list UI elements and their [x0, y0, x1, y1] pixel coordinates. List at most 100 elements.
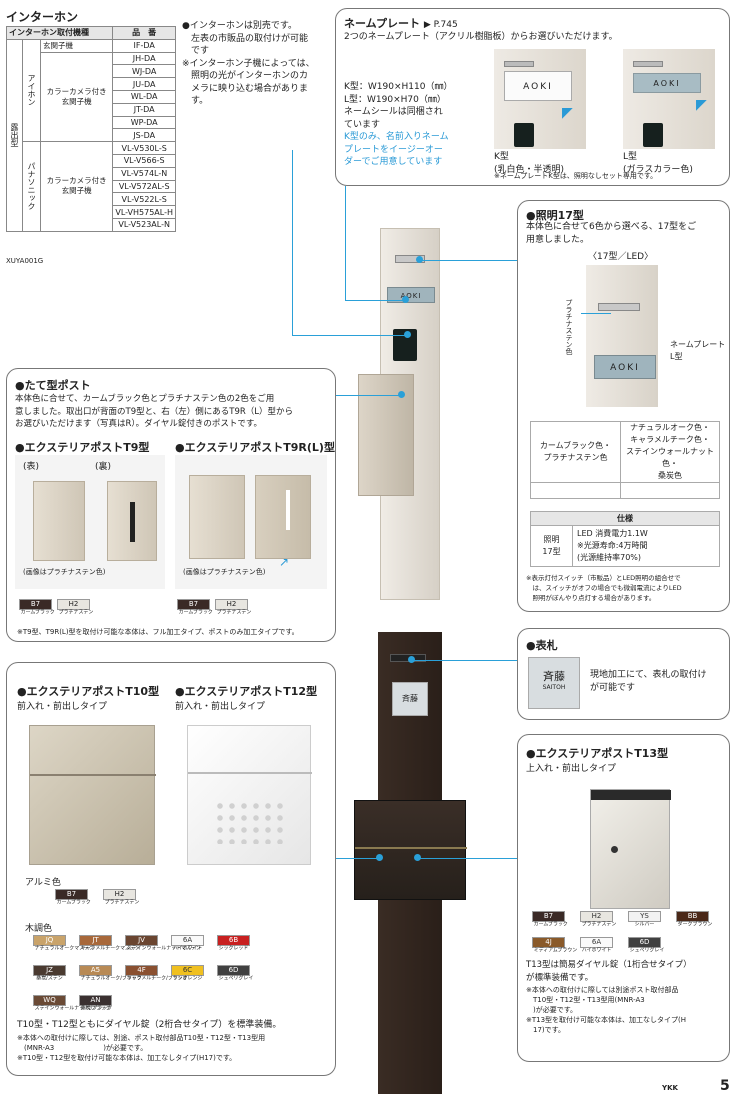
pillar-plate: AOKI	[387, 287, 435, 303]
swatch-code: YS	[628, 911, 661, 922]
nameplate-l-image: AOKI	[623, 49, 715, 149]
nameplate-page-ref[interactable]: ▶ P.745	[423, 20, 458, 30]
model-cell: JH-DA	[112, 51, 176, 66]
swatch-label: ステインウォールナット/ブラック	[34, 1006, 111, 1012]
model-cell: VL-V522L-S	[112, 192, 176, 207]
t9-title: ●エクステリアポストT9型	[15, 441, 150, 454]
swatch-label: 桑炭/ブラック	[80, 1006, 113, 1012]
post-desc: 本体色に合せて、カームブラック色とプラチナステン色の2色をご用	[15, 394, 275, 404]
swatch-label: サンオレンジ	[172, 976, 203, 982]
t10-note: ※T10型・T12型を取付け可能な本体は、加工なしタイプ(H17)です。	[17, 1054, 237, 1062]
swatch-label: プラチナステン	[581, 922, 617, 928]
t9r-title: ●エクステリアポストT9R(L)型	[175, 441, 335, 454]
swatch-code: 6A	[171, 935, 204, 946]
nameplate-box: ネームプレート ▶ P.745 2つのネームプレート（アクリル樹脂板）からお選び…	[335, 8, 730, 186]
t13-sub: 上入れ・前出しタイプ	[526, 764, 617, 774]
table-header-type: インターホン取付機種	[5, 26, 114, 40]
hyosatsu-roman: SAITOH	[542, 684, 566, 691]
blue-note: K型のみ、名前入りネーム	[344, 132, 449, 142]
nameplate-note: ※ネームプレートK型は、照明なしセット専用です。	[494, 172, 658, 180]
l-size: L型：W190×H70（㎜）	[344, 94, 446, 105]
back-label: (裏)	[95, 462, 112, 472]
spec-val: LED 消費電力1.1W	[577, 529, 648, 538]
t12-title: ●エクステリアポストT12型	[175, 685, 318, 698]
nameplate-desc: 2つのネームプレート（アクリル樹脂板）からお選びいただけます。	[344, 32, 618, 42]
t13-image	[590, 789, 671, 909]
seal-line: ネームシールは同梱され	[344, 107, 443, 117]
color-item: 桑炭色	[658, 471, 682, 480]
t9-image: (表) (裏) (画像はプラチナステン色)	[15, 455, 165, 589]
model-cell: WL-DA	[112, 89, 176, 104]
intercom-table: インターホン取付機種品 番 露出型 アイホン 玄関子機 IF-DA カラーカメラ…	[5, 26, 176, 232]
swatch-code: BB	[676, 911, 709, 922]
maker-panasonic: パナソニック	[22, 141, 41, 232]
light-title: ●照明17型	[526, 209, 584, 222]
arrow-icon: ◤	[696, 97, 707, 113]
t13-note: 17)です。	[526, 1026, 565, 1034]
swatch-code: 6C	[171, 965, 204, 976]
table-header-model: 品 番	[112, 26, 176, 40]
group-label: 露出型	[6, 38, 23, 232]
swatch-code: 6B	[217, 935, 250, 946]
model-cell: JT-DA	[112, 102, 176, 117]
k-label: K型	[494, 152, 509, 162]
k-sub: (乳白色・半透明)	[494, 164, 565, 175]
img-note: (画像はプラチナステン色)	[183, 568, 266, 576]
l-label: L型	[623, 152, 638, 162]
swatch-code: 6D	[628, 937, 661, 948]
swatch-code: 4J	[532, 937, 565, 948]
page-number: 5	[720, 1078, 730, 1094]
post-desc: お選びいただけます（写真はR）。ダイヤル錠付きのポストです。	[15, 419, 263, 429]
note-line: ●インターホンは別売です。	[182, 21, 297, 31]
t13-note: )が必要です。	[526, 1006, 578, 1014]
light-box: ●照明17型 本体色に合せて6色から選べる、17型をご 用意しました。 〈17型…	[517, 200, 730, 612]
light-image: AOKI	[586, 265, 658, 407]
swatch-code: A5	[79, 965, 112, 976]
hyosatsu-box: ●表札 斉藤 SAITOH 現地加工にて、表札の取付けが可能です	[517, 628, 730, 720]
t10-title: ●エクステリアポストT10型	[17, 685, 160, 698]
l-sub: (ガラスカラー色)	[623, 164, 693, 175]
swatch-code: 6A	[580, 937, 613, 948]
t10-box: ●エクステリアポストT10型 ●エクステリアポストT12型 前入れ・前出しタイプ…	[6, 662, 336, 1076]
note-line: です	[182, 46, 210, 56]
note-line: 左表の市販品の取付けが可能	[182, 33, 309, 44]
hyosatsu-name: 斉藤	[543, 670, 565, 683]
t13-note: T10型・T12型・T13型用(MNR-A3	[526, 996, 645, 1004]
t13-note: ※T13型を取付け可能な本体は、加工なしタイプ(H	[526, 1016, 687, 1024]
swatch-code: H2	[580, 911, 613, 922]
hyosatsu-desc: が可能です	[590, 682, 636, 693]
swatch-label: キャラメルチークマステン	[80, 946, 140, 952]
swatch-label: ダークブラウン	[677, 922, 713, 928]
color-item: プラチナステン色	[543, 453, 608, 462]
color-item: キャラメルチーク色・	[630, 435, 710, 444]
model-cell: IF-DA	[112, 38, 176, 53]
post-title: ●たて型ポスト	[15, 379, 91, 392]
swatch-code: 6D	[217, 965, 250, 976]
swatch-label: シックレッド	[218, 946, 249, 952]
light-caption: 〈17型／LED〉	[588, 252, 654, 262]
seal-line: ています	[344, 119, 381, 130]
light-color-table: カームブラック色・プラチナステン色 ナチュラルオーク色・キャラメルチーク色・ステ…	[530, 421, 720, 499]
swatch-label: キャラメルチーク/ブラック	[126, 976, 188, 982]
hyosatsu-image: 斉藤 SAITOH	[528, 657, 580, 709]
wood-label: 木調色	[25, 924, 53, 934]
swatch-code: WQ	[33, 995, 66, 1006]
swatch-code: JT	[79, 935, 112, 946]
t13-title: ●エクステリアポストT13型	[526, 747, 669, 760]
swatch-code: JQ	[33, 935, 66, 946]
note-line: メラに映り込む場合がありま	[182, 83, 309, 94]
swatch-code: 4F	[125, 965, 158, 976]
t13-std: T13型は簡易ダイヤル錠（1桁合せタイプ）	[526, 960, 692, 970]
np-label: ネームプレート	[670, 340, 726, 349]
nameplate-title: ネームプレート	[344, 17, 421, 30]
swatch-code: B7	[532, 911, 565, 922]
